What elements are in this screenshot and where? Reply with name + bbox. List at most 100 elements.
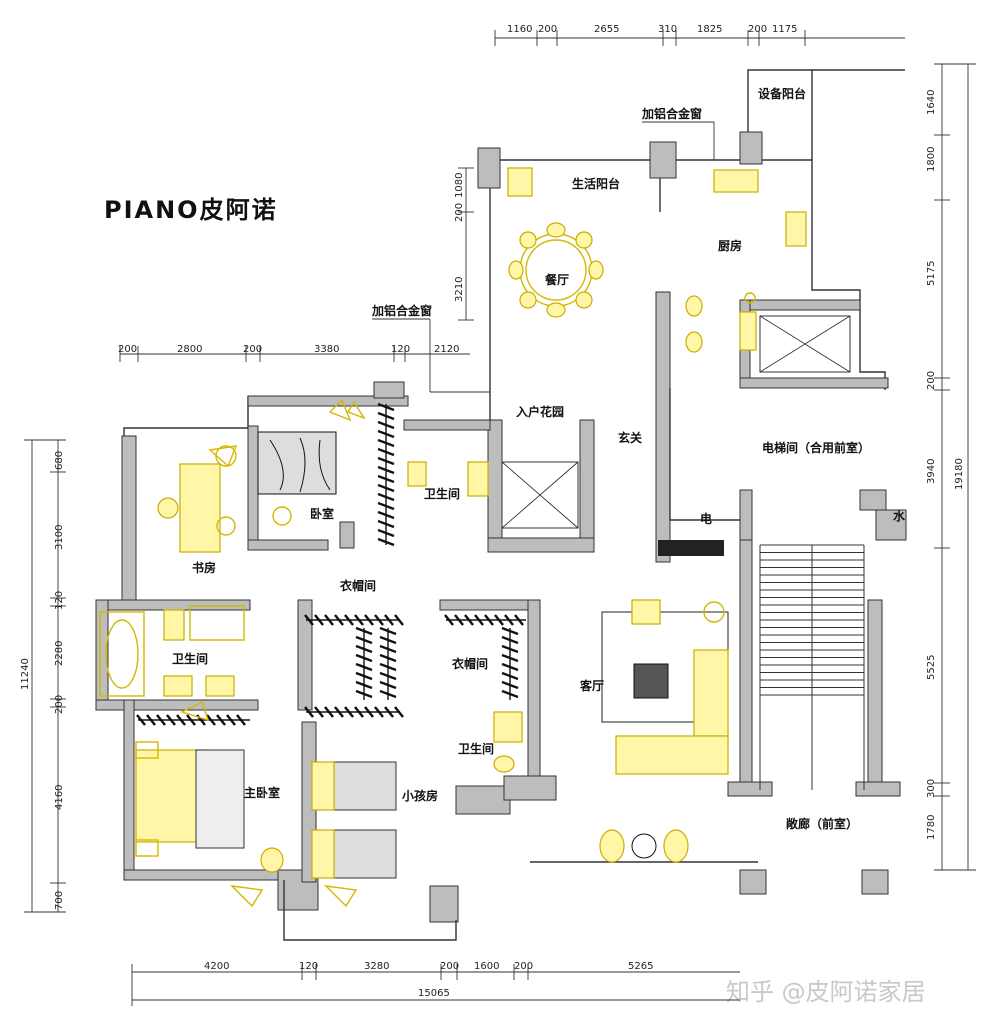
drawing-line — [377, 537, 395, 547]
dim-top-4: 1825 — [697, 24, 722, 35]
dim-right-5: 5525 — [926, 655, 937, 680]
dimension-top: 1160 200 2655 310 1825 200 1175 — [494, 24, 905, 46]
dim-left-4: 200 — [54, 695, 65, 714]
label-kids: 小孩房 — [402, 788, 438, 803]
dim-bottom-5: 200 — [514, 961, 533, 972]
drawing-line — [394, 706, 404, 718]
drawing-line — [334, 706, 344, 718]
drawing-line — [377, 402, 395, 412]
label-elevator-hall: 电梯间（合用前室） — [762, 440, 870, 455]
label-bathroom-c: 卫生间 — [458, 741, 494, 756]
dim-top-1: 200 — [538, 24, 557, 35]
dim-dining-1: 200 — [454, 203, 465, 222]
bathroom-furniture — [99, 605, 523, 773]
drawing-line — [379, 644, 397, 654]
dim-right-7: 1780 — [926, 815, 937, 840]
drawing-line — [355, 644, 373, 654]
drawing-line — [304, 614, 314, 626]
drawing-line — [377, 492, 395, 502]
dim-left-1: 3100 — [54, 525, 65, 550]
drawing-line — [377, 456, 395, 466]
drawing-line — [354, 706, 364, 718]
drawing-line — [501, 653, 519, 663]
label-equipment-balcony: 设备阳台 — [758, 86, 806, 101]
dim-mid-3: 3380 — [314, 344, 339, 355]
drawing-line — [377, 501, 395, 511]
drawing-line — [377, 438, 395, 448]
drawing-line — [166, 714, 176, 726]
living-sofa — [599, 540, 729, 863]
drawing-line — [186, 714, 196, 726]
drawing-line — [355, 626, 373, 636]
dim-dining-2: 3210 — [454, 277, 465, 302]
watermark: 知乎 @皮阿诺家居 — [726, 978, 926, 1006]
label-foyer: 玄关 — [618, 430, 642, 445]
drawing-line — [374, 614, 384, 626]
label-bedroom: 卧室 — [310, 506, 334, 521]
drawing-line — [374, 706, 384, 718]
drawing-line — [384, 706, 394, 718]
drawing-line — [501, 626, 519, 636]
drawing-line — [355, 689, 373, 699]
drawing-line — [379, 671, 397, 681]
drawing-line — [379, 626, 397, 636]
dim-mid-2: 200 — [243, 344, 262, 355]
dimension-dining-vertical: 1080 200 3210 — [454, 167, 474, 321]
drawing-line — [454, 614, 464, 626]
drawing-line — [216, 714, 226, 726]
drawing-line — [206, 714, 216, 726]
dim-left-3: 2280 — [54, 641, 65, 666]
dim-left-total: 11240 — [20, 658, 31, 690]
dim-top-6: 1175 — [772, 24, 797, 35]
dim-mid-1: 2800 — [177, 344, 202, 355]
dim-right-1: 1800 — [926, 147, 937, 172]
dim-bottom-total: 15065 — [418, 988, 450, 999]
dim-mid-4: 120 — [391, 344, 410, 355]
dim-left-2: 120 — [54, 591, 65, 610]
dim-left-0: 680 — [54, 451, 65, 470]
drawing-line — [501, 662, 519, 672]
dim-left-5: 4160 — [54, 785, 65, 810]
drawing-line — [364, 706, 374, 718]
label-bathroom-b: 卫生间 — [172, 651, 208, 666]
drawing-line — [355, 653, 373, 663]
dim-bottom-3: 200 — [440, 961, 459, 972]
dim-top-0: 1160 — [507, 24, 532, 35]
drawing-line — [344, 706, 354, 718]
drawing-line — [379, 662, 397, 672]
master-bed — [135, 741, 284, 873]
drawing-line — [236, 714, 246, 726]
drawing-line — [379, 653, 397, 663]
drawing-line — [136, 714, 146, 726]
label-living-balcony: 生活阳台 — [572, 176, 620, 191]
label-cloakroom: 衣帽间 — [340, 578, 376, 593]
drawing-line — [377, 519, 395, 529]
walls — [95, 69, 907, 941]
drawing-line — [379, 680, 397, 690]
drawing-line — [379, 689, 397, 699]
drawing-line — [377, 510, 395, 520]
dim-bottom-2: 3280 — [364, 961, 389, 972]
drawing-line — [354, 614, 364, 626]
drawing-line — [484, 614, 494, 626]
staircase — [759, 544, 865, 790]
drawing-line — [377, 483, 395, 493]
drawing-line — [394, 614, 404, 626]
dim-top-3: 310 — [658, 24, 677, 35]
dimension-left: 680 3100 120 2280 200 4160 700 11240 — [20, 439, 66, 913]
drawing-line — [377, 474, 395, 484]
dim-dining-0: 1080 — [454, 173, 465, 198]
dim-bottom-0: 4200 — [204, 961, 229, 972]
label-dining: 餐厅 — [545, 272, 569, 287]
label-kitchen: 厨房 — [718, 238, 742, 253]
drawing-line — [501, 671, 519, 681]
drawing-line — [355, 671, 373, 681]
drawing-line — [501, 680, 519, 690]
dining-table — [508, 222, 604, 318]
drawing-line — [501, 644, 519, 654]
wardrobe-hangers — [136, 402, 526, 726]
drawing-line — [314, 614, 324, 626]
drawing-line — [355, 662, 373, 672]
